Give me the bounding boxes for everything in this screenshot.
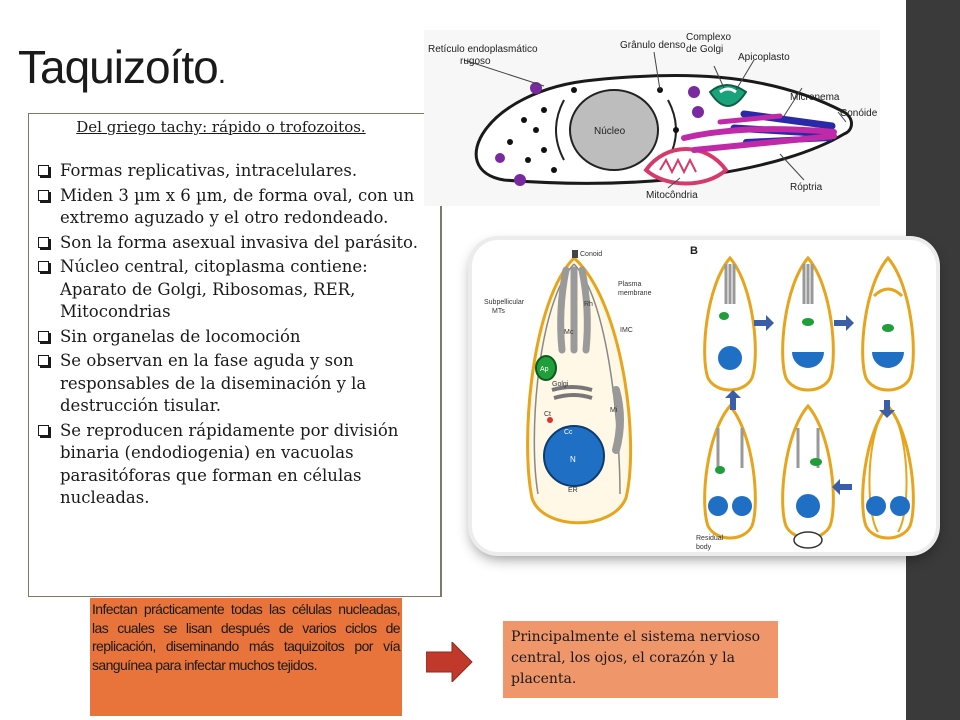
svg-text:Apicoplasto: Apicoplasto <box>738 52 790 63</box>
svg-text:N: N <box>570 455 576 464</box>
cycle-arrow-icon <box>725 390 741 410</box>
stage-1 <box>703 255 757 392</box>
page-title: Taquizoíto. <box>18 41 226 93</box>
svg-text:B: B <box>690 245 698 257</box>
svg-text:Grânulo denso: Grânulo denso <box>620 40 686 51</box>
svg-text:Subpellicular: Subpellicular <box>484 299 525 306</box>
infection-note: Infectan prácticamente todas las células… <box>90 598 402 716</box>
stage-2 <box>781 255 835 392</box>
svg-text:Conóide: Conóide <box>840 108 878 119</box>
svg-text:Mitocôndria: Mitocôndria <box>646 190 698 201</box>
svg-text:Rh: Rh <box>584 301 593 308</box>
bullet-item: Núcleo central, citoplasma contiene: Apa… <box>36 256 438 324</box>
nucleus-shape <box>543 425 605 487</box>
svg-text:Cc: Cc <box>564 429 573 436</box>
svg-text:Róptria: Róptria <box>790 182 823 193</box>
svg-text:Plasma: Plasma <box>618 281 641 288</box>
checkbox-bullet-icon <box>38 330 49 342</box>
checkbox-bullet-icon <box>38 236 49 248</box>
svg-text:IMC: IMC <box>620 327 633 334</box>
checkbox-bullet-icon <box>38 165 49 176</box>
svg-text:rugoso: rugoso <box>460 56 491 67</box>
stage-3 <box>861 255 915 392</box>
cycle-arrow-icon <box>834 315 854 331</box>
checkbox-bullet-icon <box>38 355 49 366</box>
svg-text:MTs: MTs <box>492 308 505 315</box>
svg-text:Ct: Ct <box>544 411 551 418</box>
stage-5 <box>781 403 835 540</box>
checkbox-bullet-icon <box>38 261 49 272</box>
svg-text:Núcleo: Núcleo <box>594 126 626 137</box>
bullet-list: Formas replicativas, intracelulares. Mid… <box>36 160 438 512</box>
checkbox-bullet-icon <box>38 424 49 436</box>
svg-text:Ap: Ap <box>540 366 549 373</box>
svg-text:Complexo: Complexo <box>686 32 731 43</box>
svg-text:Mi: Mi <box>610 407 618 414</box>
svg-text:Residual: Residual <box>696 535 724 542</box>
cycle-arrow-icon <box>879 400 895 418</box>
cycle-arrow-icon <box>832 479 852 495</box>
svg-text:Retículo endoplasmático: Retículo endoplasmático <box>428 44 538 55</box>
endodyogeny-diagram: Subpellicular MTs Conoid Plasma membrane… <box>472 240 936 552</box>
target-organs-note: Principalmente el sistema nervioso centr… <box>503 621 778 698</box>
svg-text:Conoid: Conoid <box>580 251 602 258</box>
svg-text:Mc: Mc <box>564 329 574 336</box>
svg-text:Micronema: Micronema <box>790 92 840 103</box>
right-arrow-icon <box>426 642 473 682</box>
nucleus-shape <box>569 89 659 171</box>
bullet-item: Se observan en la fase aguda y son respo… <box>36 350 438 418</box>
tachyzoite-structure-diagram: Retículo endoplasmático rugoso Grânulo d… <box>424 30 880 206</box>
svg-text:de Golgi: de Golgi <box>686 44 723 55</box>
subtitle: Del griego tachy: rápido o trofozoitos. <box>76 118 366 136</box>
cycle-arrow-icon <box>754 315 774 331</box>
svg-text:ER: ER <box>568 487 578 494</box>
description-box <box>28 113 442 597</box>
apicoplast-shape <box>708 84 748 107</box>
bullet-item: Formas replicativas, intracelulares. <box>36 160 438 183</box>
bullet-item: Sin organelas de locomoción <box>36 326 438 349</box>
stage-6 <box>861 403 915 540</box>
checkbox-bullet-icon <box>38 189 49 201</box>
svg-text:Golgi: Golgi <box>552 381 569 388</box>
bullet-item: Miden 3 µm x 6 µm, de forma oval, con un… <box>36 185 438 230</box>
svg-text:body: body <box>696 544 712 551</box>
svg-text:membrane: membrane <box>618 290 652 297</box>
bullet-item: Se reproducen rápidamente por división b… <box>36 420 438 510</box>
bullet-item: Son la forma asexual invasiva del parási… <box>36 232 438 255</box>
stage-4 <box>703 403 757 540</box>
